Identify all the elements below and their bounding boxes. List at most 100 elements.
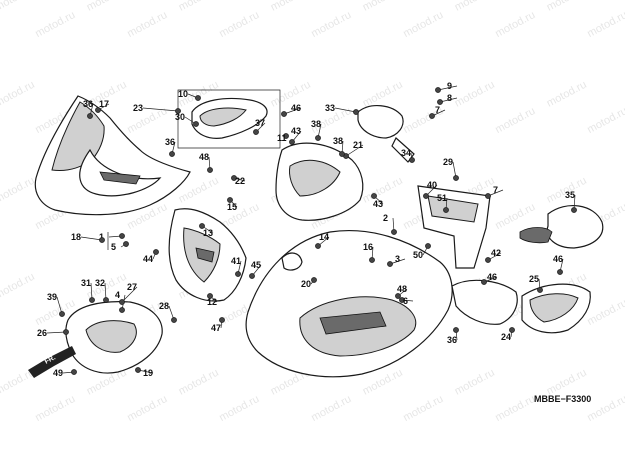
fastener-icon	[193, 121, 199, 127]
watermark-text: motod.ru	[545, 367, 589, 398]
inner-panel	[275, 142, 364, 221]
middle-inner-cowl	[168, 208, 247, 302]
part-callout-45: 45	[251, 260, 261, 270]
part-callout-5: 5	[111, 242, 116, 252]
part-callout-37: 37	[255, 118, 265, 128]
fastener-icon	[395, 293, 401, 299]
part-callout-8: 8	[447, 93, 452, 103]
callout-leader	[142, 107, 179, 112]
watermark-text: motod.ru	[0, 175, 37, 206]
fastener-icon	[371, 193, 377, 199]
front-label: FR.	[44, 354, 57, 366]
front-direction-arrow: FR.	[28, 346, 76, 378]
watermark-text: motod.ru	[33, 9, 77, 40]
part-callout-20: 20	[301, 279, 311, 289]
fastener-icon	[199, 223, 205, 229]
watermark-text: motod.ru	[0, 0, 37, 14]
part-callout-9: 9	[447, 81, 452, 91]
watermark-text: motod.ru	[453, 367, 497, 398]
callout-leader	[80, 236, 103, 241]
part-callout-15: 15	[227, 202, 237, 212]
callout-leader	[439, 97, 458, 103]
watermark-text: motod.ru	[545, 0, 589, 14]
part-callout-48: 48	[199, 152, 209, 162]
fastener-icon	[231, 175, 237, 181]
part-callout-21: 21	[353, 140, 363, 150]
part-callout-43: 43	[291, 126, 301, 136]
fastener-icon	[99, 237, 105, 243]
part-callout-31: 31	[81, 278, 91, 288]
part-callout-40: 40	[427, 180, 437, 190]
fastener-icon	[369, 257, 375, 263]
part-callout-43: 43	[373, 199, 383, 209]
part-callout-2: 2	[383, 213, 388, 223]
part-callout-33: 33	[325, 103, 335, 113]
fastener-icon	[387, 261, 393, 267]
part-callout-29: 29	[443, 157, 453, 167]
fastener-icon	[423, 193, 429, 199]
part-callout-41: 41	[231, 256, 241, 266]
part-callout-39: 39	[47, 292, 57, 302]
fastener-icon	[435, 87, 441, 93]
inner-fairing-right	[451, 279, 591, 334]
upper-cowl	[34, 95, 191, 216]
watermark-text: motod.ru	[493, 201, 537, 232]
part-callout-17: 17	[99, 99, 109, 109]
watermark-text: motod.ru	[125, 393, 169, 424]
fastener-icon	[429, 113, 435, 119]
part-callout-16: 16	[363, 242, 373, 252]
callout-leader	[345, 144, 364, 157]
watermark-text: motod.ru	[545, 79, 589, 110]
fastener-icon	[171, 317, 177, 323]
fastener-icon	[119, 299, 125, 305]
fastener-icon	[353, 109, 359, 115]
part-callout-35: 35	[565, 190, 575, 200]
watermark-text: motod.ru	[401, 393, 445, 424]
mirror-right	[519, 205, 604, 249]
group-box-23	[177, 89, 281, 149]
lower-cowl	[65, 301, 163, 374]
fastener-icon	[219, 317, 225, 323]
fastener-icon	[95, 107, 101, 113]
fastener-icon	[481, 279, 487, 285]
part-callout-25: 25	[529, 274, 539, 284]
watermark-text: motod.ru	[125, 9, 169, 40]
part-callout-50: 50	[413, 250, 423, 260]
watermark-text: motod.ru	[269, 0, 313, 14]
part-callout-42: 42	[491, 248, 501, 258]
fastener-icon	[443, 207, 449, 213]
part-callout-32: 32	[95, 278, 105, 288]
part-callout-48: 48	[397, 284, 407, 294]
fastener-icon	[453, 327, 459, 333]
fastener-icon	[175, 108, 181, 114]
fastener-icon	[235, 271, 241, 277]
bracket-assembly	[191, 97, 268, 139]
fastener-icon	[123, 241, 129, 247]
fastener-icon	[339, 151, 345, 157]
part-callout-51: 51	[437, 193, 447, 203]
watermark-text: motod.ru	[453, 0, 497, 14]
part-callout-30: 30	[175, 112, 185, 122]
fastener-icon	[485, 193, 491, 199]
part-callout-49: 49	[53, 368, 63, 378]
part-callout-28: 28	[159, 301, 169, 311]
watermark-text: motod.ru	[177, 0, 221, 14]
watermark-text: motod.ru	[33, 393, 77, 424]
fastener-icon	[103, 297, 109, 303]
part-callout-22: 22	[235, 176, 245, 186]
part-callout-36: 36	[83, 99, 93, 109]
part-callout-24: 24	[501, 332, 511, 342]
fastener-icon	[315, 243, 321, 249]
fastener-icon	[249, 273, 255, 279]
fastener-icon	[169, 151, 175, 157]
part-callout-36: 36	[165, 137, 175, 147]
watermark-text: motod.ru	[493, 105, 537, 136]
part-callout-47: 47	[211, 323, 221, 333]
fastener-icon	[571, 207, 577, 213]
fastener-icon	[409, 157, 415, 163]
part-callout-38: 38	[311, 119, 321, 129]
fastener-icon	[59, 311, 65, 317]
fastener-icon	[153, 249, 159, 255]
part-callout-3: 3	[395, 254, 400, 264]
fastener-icon	[557, 269, 563, 275]
